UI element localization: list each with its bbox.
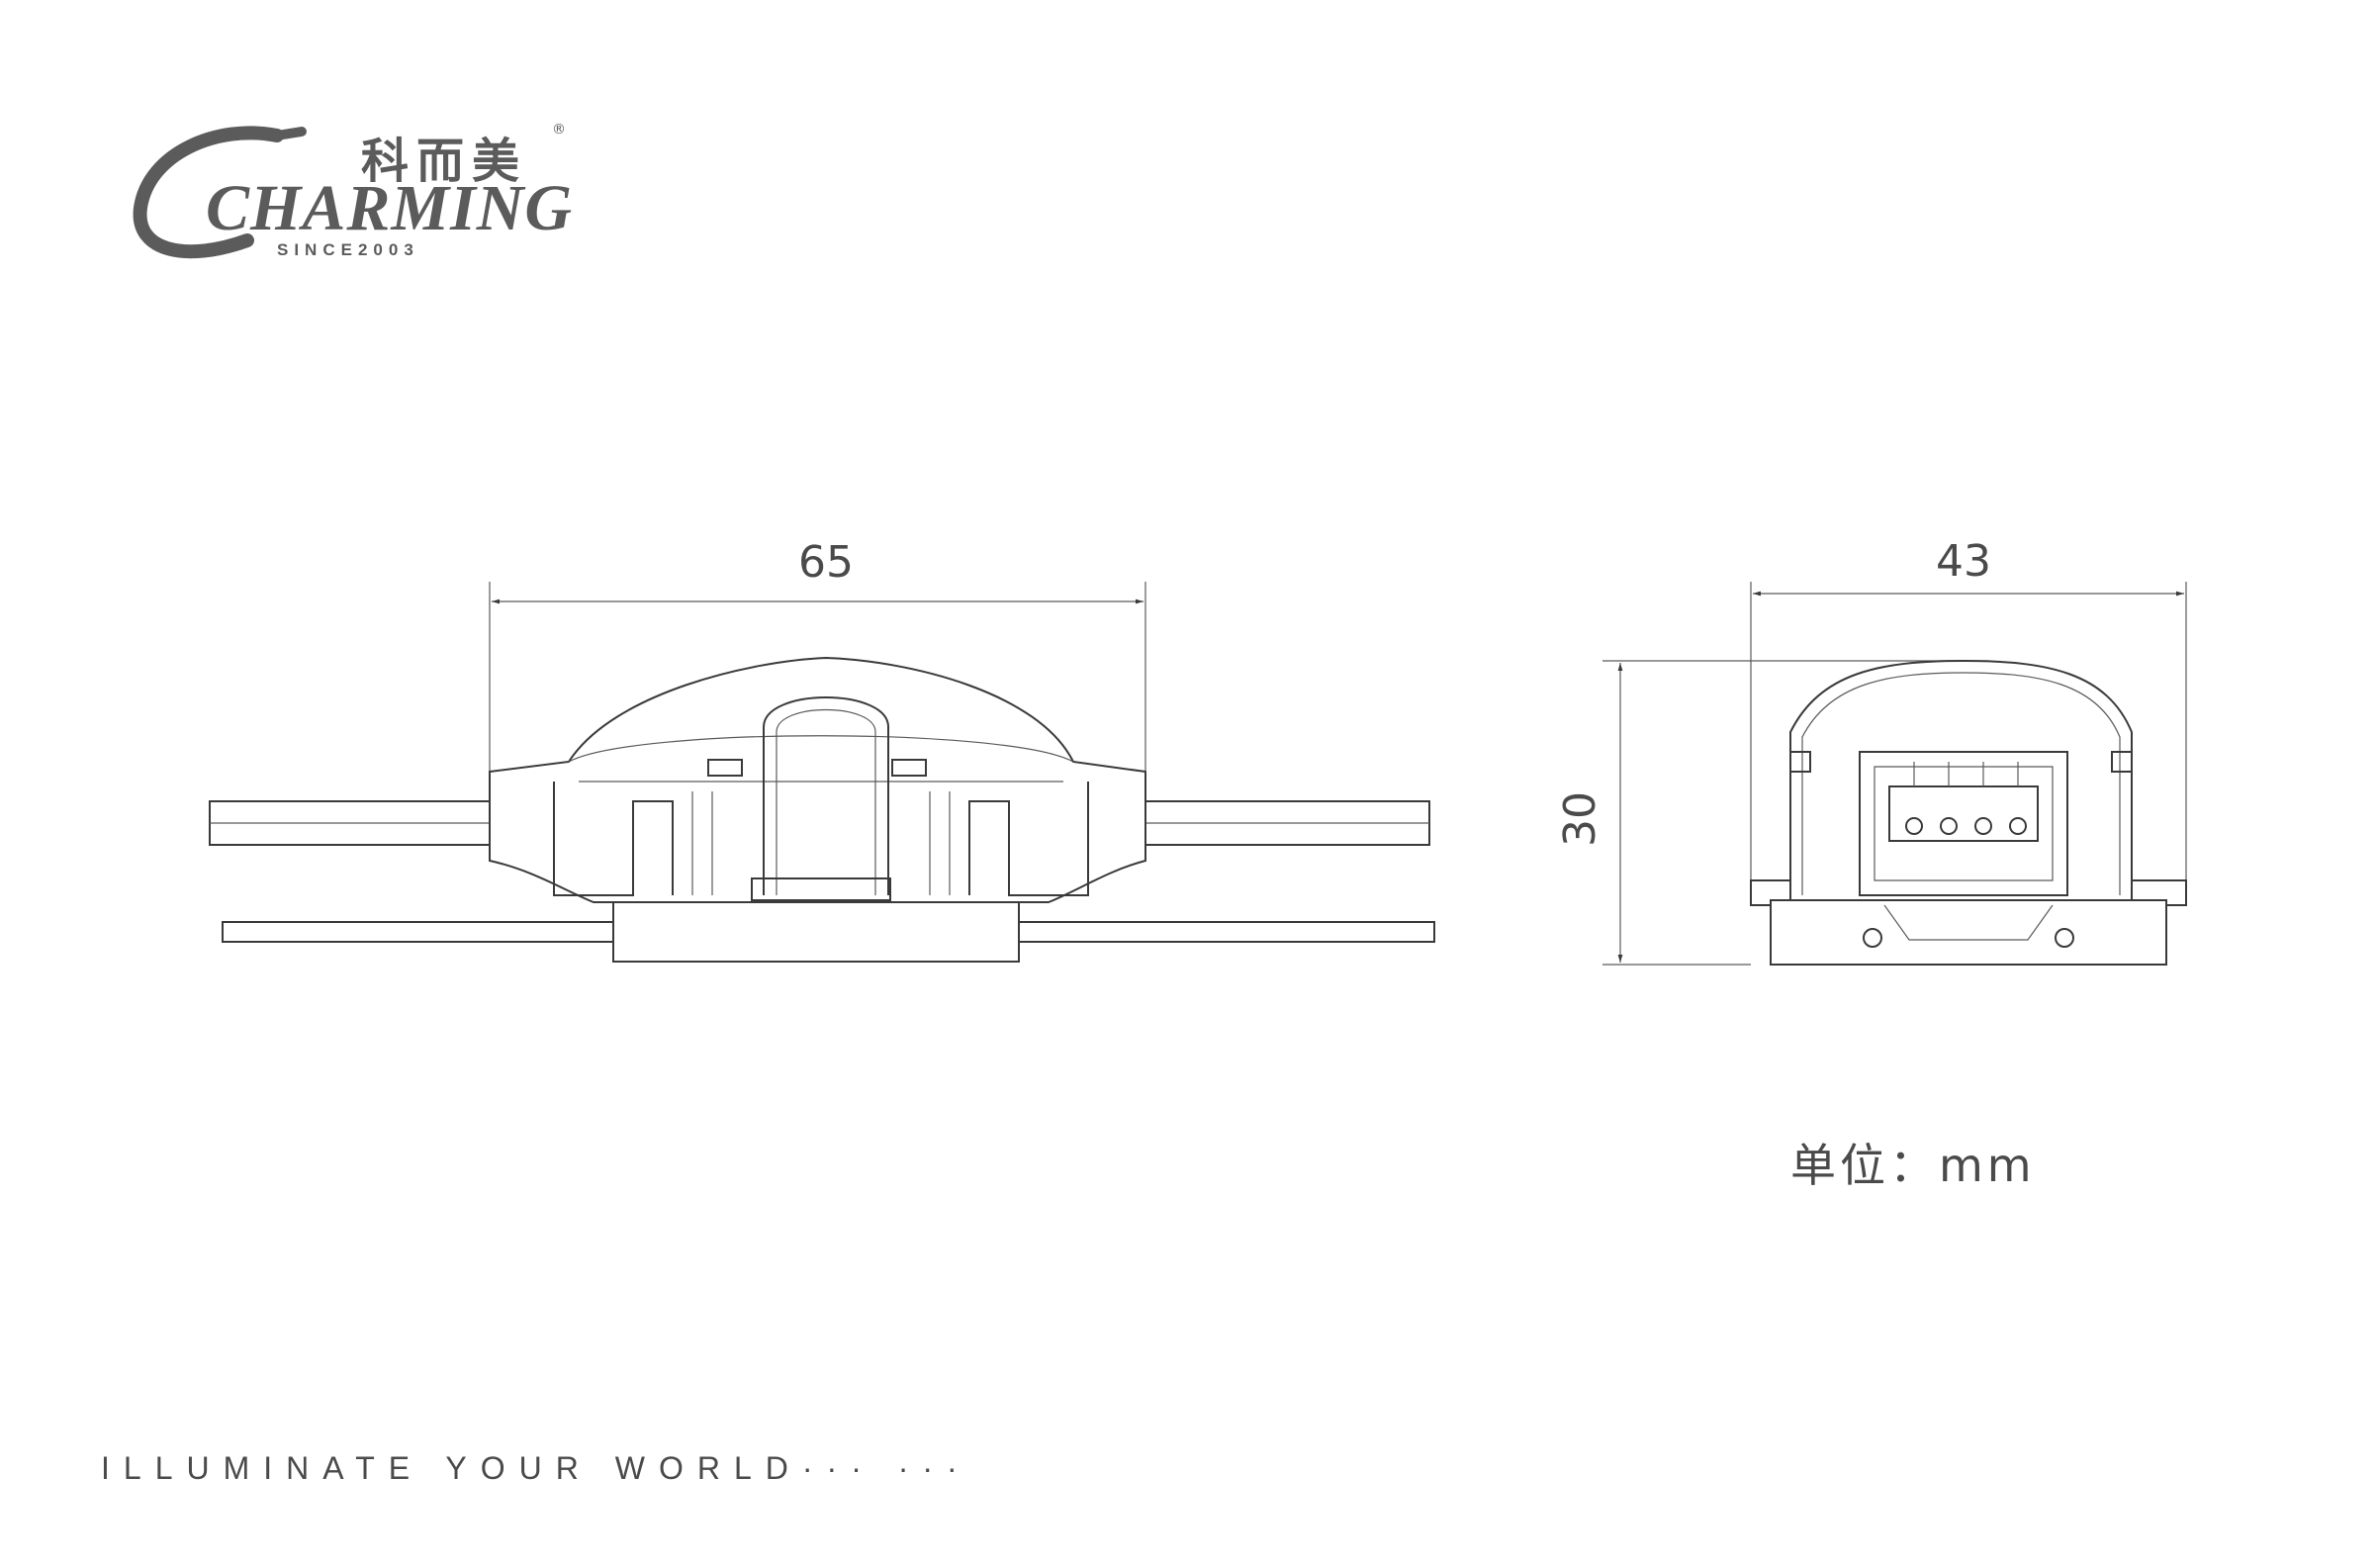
connector-pin-4 — [2009, 817, 2027, 835]
connector-pin-1 — [1905, 817, 1923, 835]
front-center-arch — [763, 696, 889, 895]
connector-pin-2 — [1940, 817, 1958, 835]
front-bottom-block — [751, 877, 891, 901]
side-ear-right — [2111, 751, 2133, 773]
logo-since: SINCE2003 — [277, 240, 419, 259]
side-body — [1789, 659, 2133, 901]
front-base — [612, 897, 1020, 963]
side-view: 43 30 — [1555, 536, 2187, 966]
logo-registered-mark: ® — [552, 122, 566, 138]
logo-wordmark: CHARMING — [206, 172, 574, 244]
connector-pin-3 — [1974, 817, 1992, 835]
front-window-left — [707, 759, 743, 777]
side-base — [1770, 899, 2167, 966]
logo-chinese-name: 科而美 — [361, 134, 528, 189]
front-tab-right — [968, 782, 1089, 896]
side-screw-right — [2055, 928, 2074, 948]
side-height-label: 30 — [1555, 791, 1605, 847]
front-body — [489, 656, 1146, 903]
side-connector-slot — [1888, 785, 2039, 842]
side-screw-left — [1863, 928, 1882, 948]
front-width-label: 65 — [798, 537, 854, 588]
front-view: 65 — [209, 537, 1435, 963]
side-ear-left — [1789, 751, 1811, 773]
slogan: ILLUMINATE YOUR WORLD··· ··· — [101, 1450, 971, 1486]
side-connector-housing — [1859, 751, 2068, 896]
front-tab-left — [553, 782, 674, 896]
front-window-right — [891, 759, 927, 777]
logo-swoosh-icon — [133, 126, 307, 259]
unit-label: 单位：mm — [1790, 1139, 2036, 1192]
side-width-label: 43 — [1936, 536, 1991, 587]
brand-logo: 科而美 ® CHARMING SINCE2003 — [129, 114, 584, 272]
